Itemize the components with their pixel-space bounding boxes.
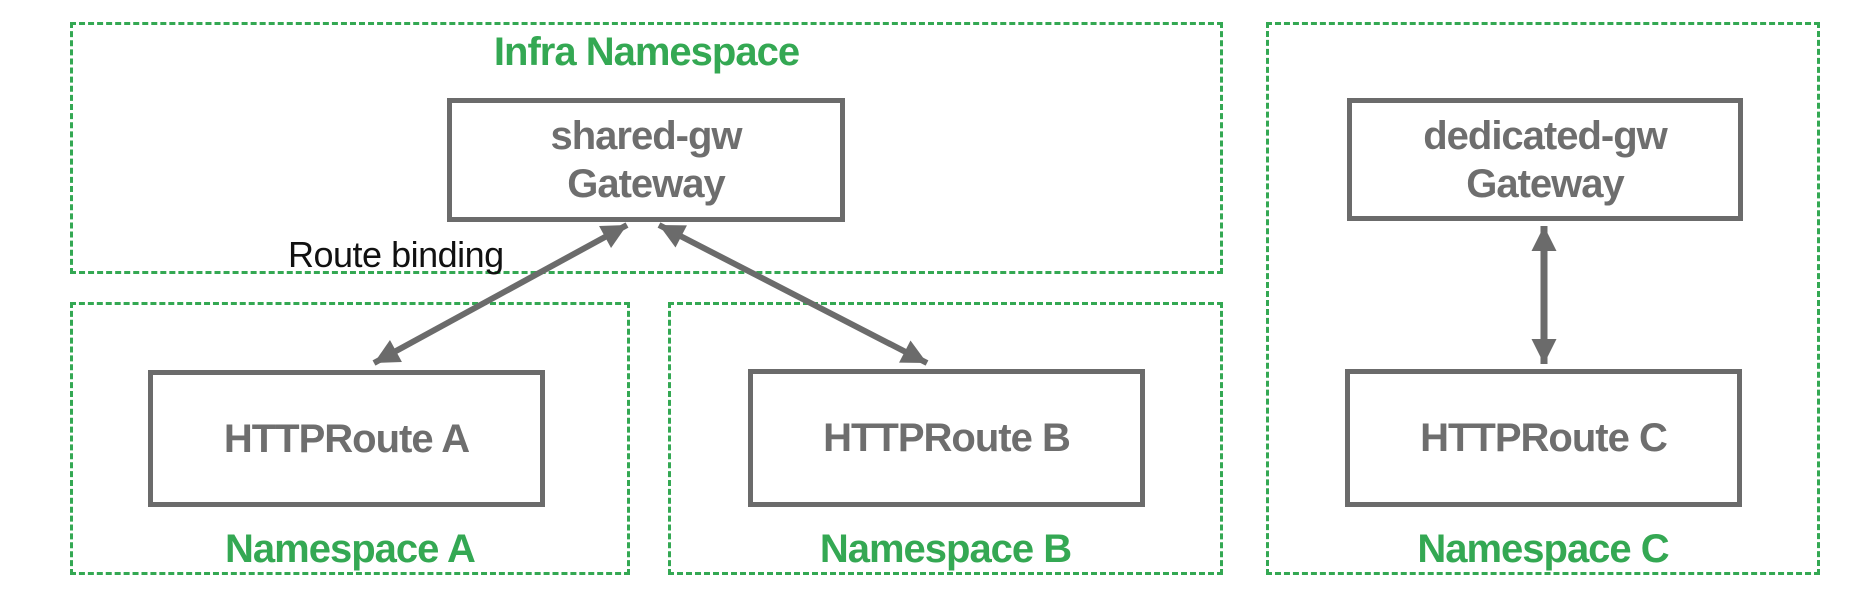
infra-namespace-box: Infra Namespace (70, 22, 1223, 274)
dedicated-gw-kind: Gateway (1466, 161, 1625, 206)
httproute-a-node: HTTPRoute A (148, 370, 545, 507)
namespace-b-box: Namespace B (668, 302, 1223, 575)
shared-gw-name: shared-gw (550, 114, 742, 158)
httproute-b-label: HTTPRoute B (823, 416, 1071, 460)
infra-namespace-label: Infra Namespace (493, 30, 800, 74)
namespace-c-label: Namespace C (1417, 527, 1669, 571)
namespace-a-label: Namespace A (225, 527, 476, 571)
namespace-a-box: Namespace A (70, 302, 630, 575)
httproute-a-label: HTTPRoute A (223, 416, 470, 461)
httproute-c-label: HTTPRoute C (1420, 416, 1668, 460)
namespace-c-box: Namespace C (1266, 22, 1820, 575)
httproute-c-node: HTTPRoute C (1345, 369, 1742, 507)
shared-gw-gateway-node: shared-gw Gateway (447, 98, 845, 222)
dedicated-gw-name: dedicated-gw (1423, 113, 1668, 158)
route-binding-annotation: Route binding (288, 234, 504, 275)
shared-gw-kind: Gateway (567, 162, 726, 206)
httproute-b-node: HTTPRoute B (748, 369, 1145, 507)
dedicated-gw-gateway-node: dedicated-gw Gateway (1347, 98, 1743, 221)
namespace-b-label: Namespace B (819, 527, 1072, 571)
